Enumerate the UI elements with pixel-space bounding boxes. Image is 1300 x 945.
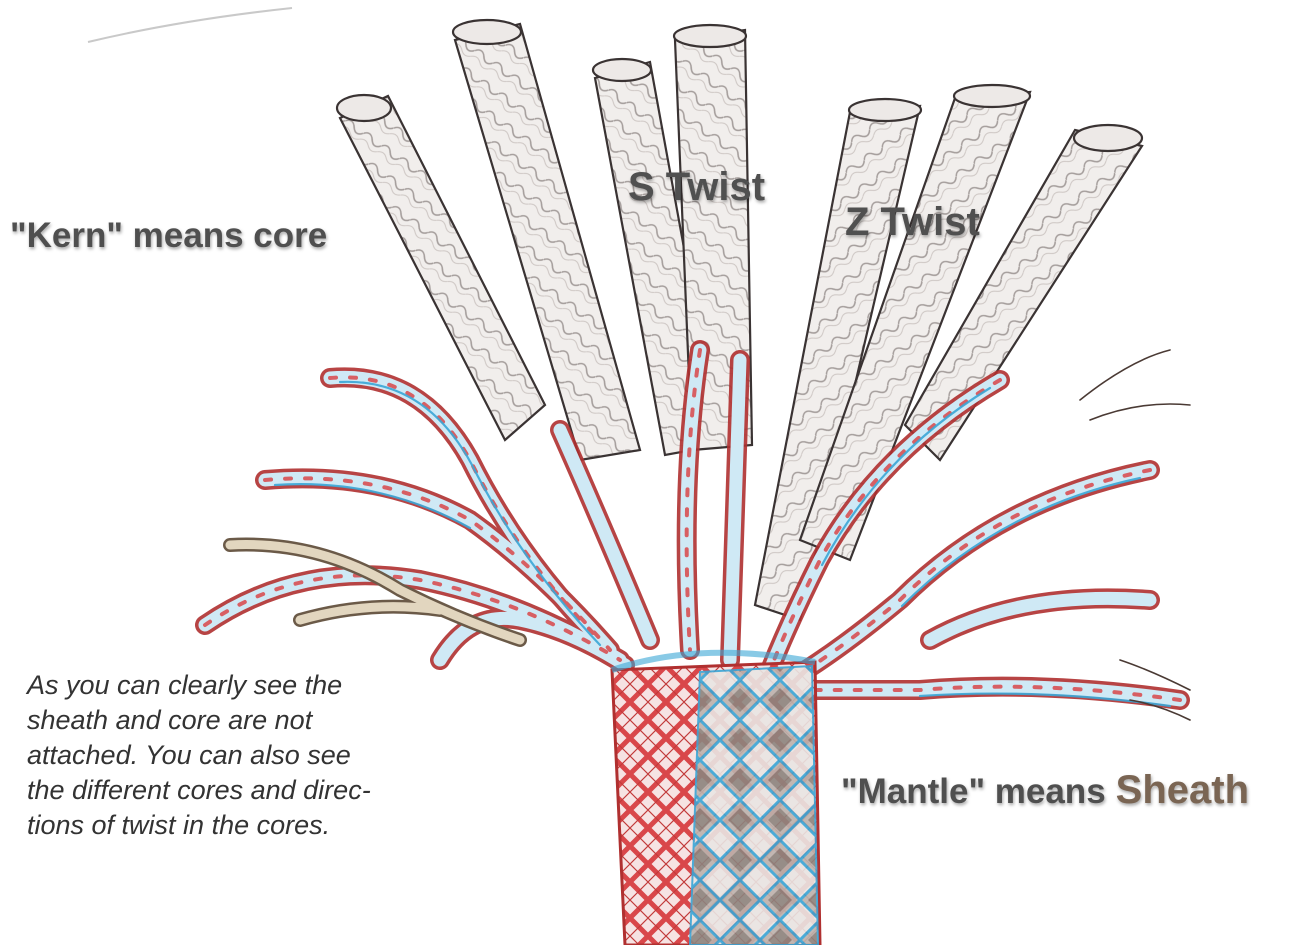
mantle-label-text: "Mantle" means (841, 772, 1106, 811)
note-line: sheath and core are not (27, 703, 447, 738)
rope-body (612, 653, 820, 945)
note-line: attached. You can also see (27, 738, 447, 773)
note-line: the different cores and direc- (27, 773, 447, 808)
kern-label: "Kern" means core (10, 216, 327, 256)
note-line: tions of twist in the cores. (27, 808, 447, 843)
s-twist-label: S Twist (628, 165, 765, 210)
sheath-fibers (205, 350, 1190, 720)
faint-line (88, 8, 292, 42)
mantle-label: "Mantle" means Sheath (841, 768, 1249, 813)
note-line: As you can clearly see the (27, 668, 447, 703)
z-twist-label: Z Twist (845, 200, 980, 245)
sheath-word: Sheath (1116, 768, 1249, 812)
explanation-note: As you can clearly see the sheath and co… (27, 668, 447, 843)
